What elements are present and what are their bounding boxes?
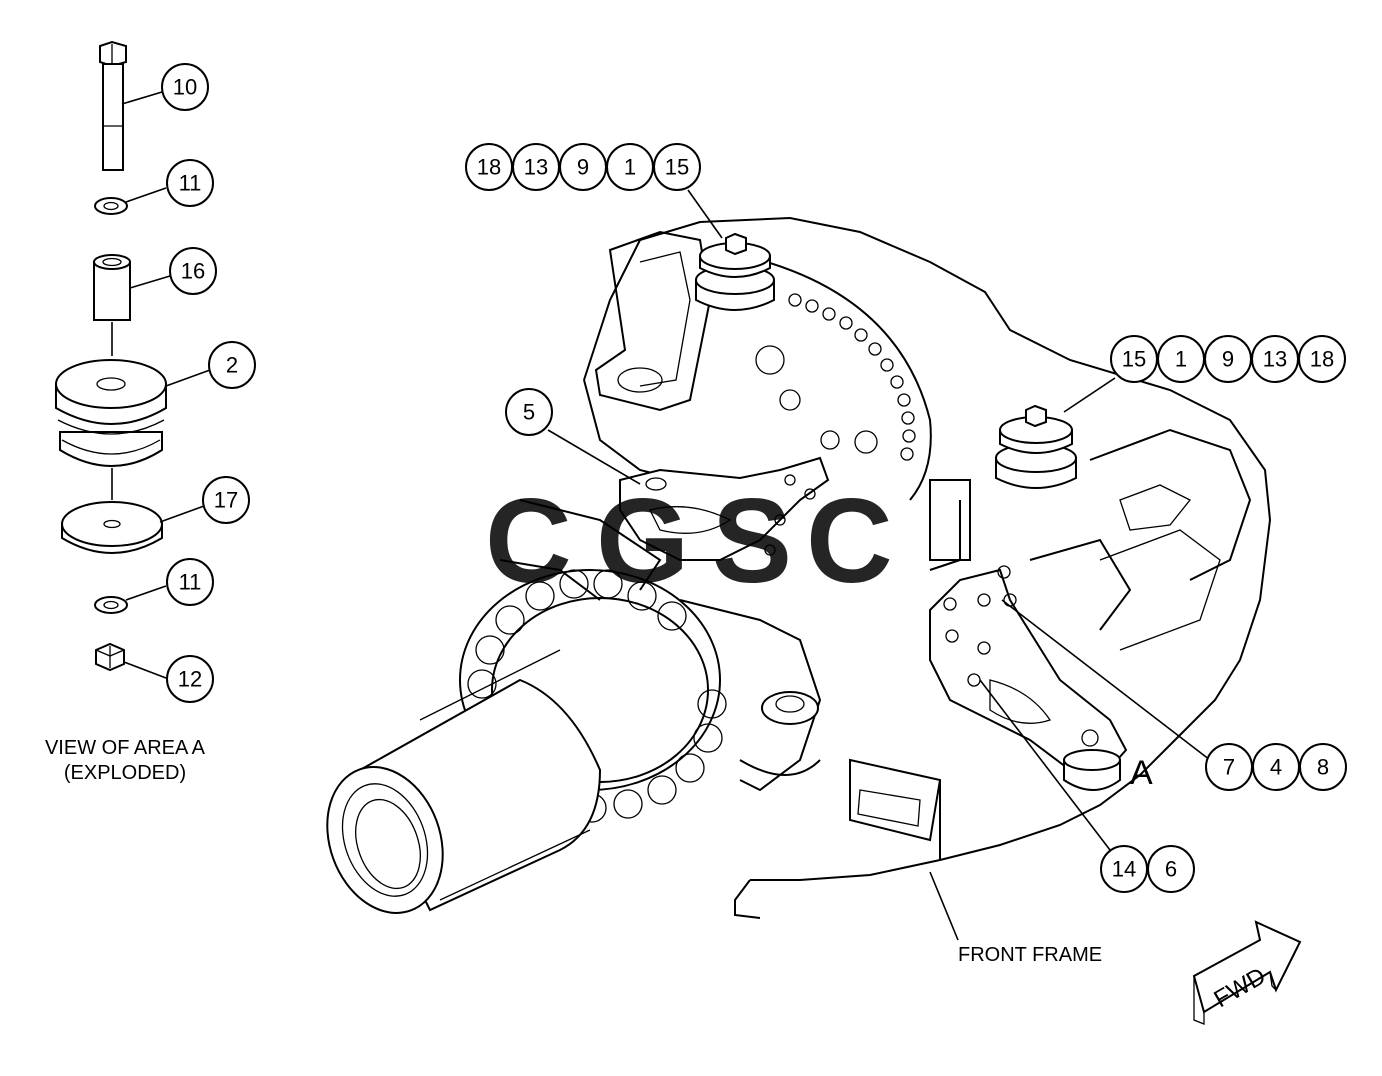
callout-group-upper-left: 18 13 9 1 15 (465, 143, 701, 191)
exploded-view-subtitle: (EXPLODED) (64, 762, 186, 784)
callout-12: 12 (166, 655, 214, 703)
callout-group-right: 7 4 8 (1205, 743, 1347, 791)
hole-pattern (755, 259, 932, 501)
washer-part-top (94, 197, 128, 215)
callout-16: 16 (169, 247, 217, 295)
upper-right-mount (995, 404, 1077, 489)
watermark-letter-4: C (806, 474, 893, 608)
axle-hub (326, 569, 727, 914)
callout-ur-2: 1 (1175, 347, 1187, 372)
callout-17: 17 (202, 476, 250, 524)
callout-11-bottom-label: 11 (179, 570, 202, 595)
leader-7-4-8 (1001, 599, 1211, 761)
callout-r-2: 4 (1270, 755, 1282, 780)
callout-ul-3: 9 (577, 155, 589, 180)
nut-part (95, 642, 125, 672)
callout-10-label: 10 (173, 75, 197, 100)
callout-r-1: 7 (1223, 755, 1235, 780)
linkage-arm-right (929, 565, 1128, 791)
front-frame-assembly (326, 189, 1272, 941)
callout-17-label: 17 (214, 488, 238, 513)
leader-upper-right (1063, 377, 1116, 413)
watermark-letter-3: S (712, 474, 792, 608)
callout-ur-3: 9 (1222, 347, 1234, 372)
leader-14-6 (979, 679, 1111, 851)
callout-b-1: 14 (1112, 857, 1136, 882)
plate-part (61, 501, 163, 554)
upper-left-mount (695, 232, 775, 311)
callout-group-bottom: 14 6 (1100, 845, 1195, 893)
callout-ul-5: 15 (665, 155, 689, 180)
callout-2-label: 2 (226, 353, 238, 378)
front-frame-label: FRONT FRAME (958, 944, 1102, 966)
rubber-mount-part (55, 359, 167, 467)
bolt-part (99, 40, 127, 171)
callout-r-3: 8 (1317, 755, 1329, 780)
callout-11-top-label: 11 (179, 171, 202, 196)
watermark-letter-1: C (485, 474, 572, 608)
callout-12-label: 12 (178, 667, 202, 692)
linkage-arm-left (499, 456, 830, 601)
sleeve-part (93, 254, 131, 321)
exploded-view-title: VIEW OF AREA A (45, 737, 206, 759)
callout-ul-1: 18 (477, 155, 501, 180)
callout-group-upper-right: 15 1 9 13 18 (1110, 335, 1346, 383)
callout-ur-5: 18 (1310, 347, 1334, 372)
callout-ur-1: 15 (1122, 347, 1146, 372)
callout-ur-4: 13 (1263, 347, 1287, 372)
callout-5-label: 5 (523, 400, 535, 425)
callout-16-label: 16 (181, 259, 205, 284)
watermark: C G S C (485, 474, 893, 608)
exploded-view: 10 11 16 2 17 11 12 VIEW OF AREA A (EXPL… (45, 40, 256, 784)
watermark-letter-2: G (596, 474, 689, 608)
forward-arrow-icon: FWD (1192, 920, 1302, 1025)
leader-upper-left (687, 189, 723, 239)
callout-2: 2 (208, 341, 256, 389)
callout-11-top: 11 (166, 159, 214, 207)
leader-front-frame (929, 871, 959, 941)
callout-10: 10 (161, 63, 209, 111)
area-marker: A (1130, 754, 1153, 792)
leader-5 (547, 429, 641, 485)
washer-part-bottom (94, 596, 128, 614)
callout-11-bottom: 11 (166, 558, 214, 606)
callout-b-2: 6 (1165, 857, 1177, 882)
callout-ul-2: 13 (524, 155, 548, 180)
callout-5: 5 (505, 388, 553, 436)
callout-ul-4: 1 (624, 155, 636, 180)
